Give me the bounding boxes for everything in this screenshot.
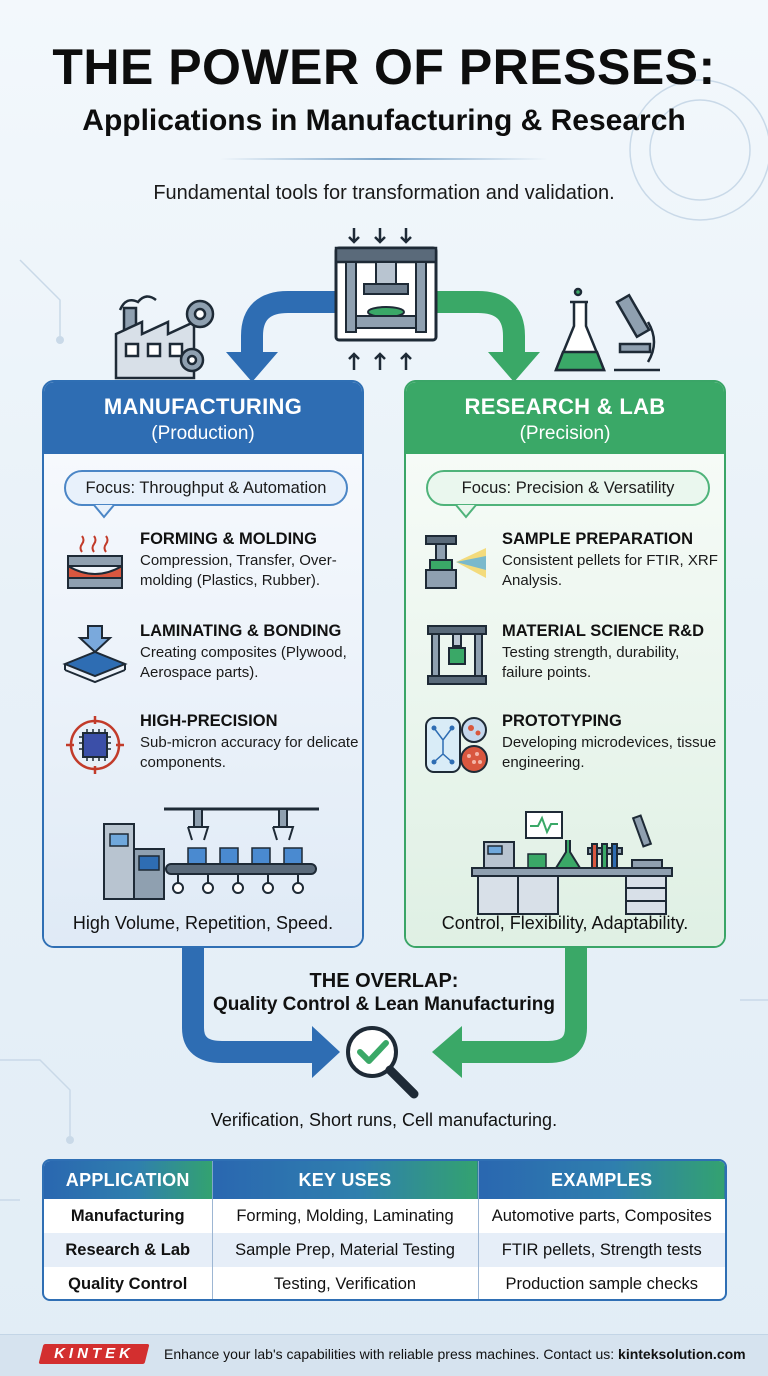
overlap-footer: Verification, Short runs, Cell manufactu… bbox=[210, 1110, 558, 1130]
item-heading: HIGH-PRECISION bbox=[140, 712, 278, 730]
manufacturing-header: MANUFACTURING (Production) bbox=[44, 382, 362, 454]
column-header: KEY USES bbox=[212, 1161, 479, 1199]
manufacturing-panel: MANUFACTURING (Production) Focus: Throug… bbox=[42, 380, 364, 948]
item-description: Developing microdevices, tissue engineer… bbox=[502, 734, 717, 771]
item-heading: SAMPLE PREPARATION bbox=[502, 530, 693, 548]
research-title: RESEARCH & LAB bbox=[464, 394, 666, 419]
table-cell: Production sample checks bbox=[505, 1274, 699, 1293]
item-description: Sub-micron accuracy for delicate compone… bbox=[140, 734, 359, 771]
overlap-subtitle: Quality Control & Lean Manufacturing bbox=[212, 994, 555, 1015]
research-focus: Focus: Precision & Versatility bbox=[426, 470, 710, 506]
research-panel: RESEARCH & LAB (Precision) Focus: Precis… bbox=[404, 380, 726, 948]
item-heading: MATERIAL SCIENCE R&D bbox=[502, 622, 704, 640]
microdevice-icon bbox=[425, 717, 488, 773]
spectrometer-icon bbox=[425, 535, 486, 589]
item-description: Testing strength, durability, failure po… bbox=[502, 644, 680, 681]
table-row: Research & Lab Sample Prep, Material Tes… bbox=[44, 1233, 725, 1267]
item-description: Consistent pellets for FTIR, XRF Analysi… bbox=[502, 552, 718, 589]
magnifier-check-icon bbox=[346, 1026, 419, 1099]
item-heading: FORMING & MOLDING bbox=[140, 530, 317, 548]
footer-message: Enhance your lab's capabilities with rel… bbox=[164, 1346, 615, 1362]
footer-bar: KINTEK Enhance your lab's capabilities w… bbox=[0, 1334, 768, 1376]
item-heading: PROTOTYPING bbox=[502, 712, 622, 730]
chip-icon bbox=[66, 716, 124, 774]
arrow-head-green-top bbox=[488, 352, 540, 382]
speech-tail-icon bbox=[93, 505, 115, 519]
table-cell: Testing, Verification bbox=[212, 1267, 479, 1299]
flask-microscope-icon bbox=[554, 287, 660, 372]
table-header-row: APPLICATION KEY USES EXAMPLES bbox=[44, 1161, 725, 1199]
summary-table: APPLICATION KEY USES EXAMPLES Manufactur… bbox=[42, 1159, 727, 1301]
table-cell: Manufacturing bbox=[44, 1199, 213, 1233]
column-header: APPLICATION bbox=[44, 1161, 213, 1199]
manufacturing-item: LAMINATING & BONDING Creating composites… bbox=[58, 622, 358, 692]
table-row: Manufacturing Forming, Molding, Laminati… bbox=[44, 1199, 725, 1233]
item-heading: LAMINATING & BONDING bbox=[140, 622, 342, 640]
arrow-head-blue-bottom bbox=[312, 1026, 340, 1078]
table-cell: Research & Lab bbox=[44, 1233, 213, 1267]
molding-press-icon bbox=[67, 535, 123, 589]
factory-icon bbox=[114, 295, 215, 380]
research-item: PROTOTYPING Developing microdevices, tis… bbox=[420, 712, 720, 782]
arrow-head-green-bottom bbox=[432, 1026, 462, 1078]
manufacturing-subtitle: (Production) bbox=[151, 423, 255, 444]
column-header: EXAMPLES bbox=[478, 1161, 725, 1199]
table-cell: Forming, Molding, Laminating bbox=[212, 1199, 479, 1233]
manufacturing-focus: Focus: Throughput & Automation bbox=[64, 470, 348, 506]
table-cell: FTIR pellets, Strength tests bbox=[478, 1233, 725, 1267]
overlap-title: THE OVERLAP: bbox=[309, 970, 459, 992]
manufacturing-title: MANUFACTURING bbox=[103, 394, 303, 419]
lab-bench-illustration bbox=[471, 811, 673, 915]
page-title: THE POWER OF PRESSES: bbox=[52, 39, 716, 95]
page-subtitle: Applications in Manufacturing & Research bbox=[82, 104, 686, 137]
research-item: SAMPLE PREPARATION Consistent pellets fo… bbox=[420, 530, 720, 600]
test-frame-icon bbox=[427, 625, 487, 685]
research-item: MATERIAL SCIENCE R&D Testing strength, d… bbox=[420, 622, 720, 692]
arrow-head-blue-top bbox=[226, 352, 278, 382]
item-description: Compression, Transfer, Over-molding (Pla… bbox=[140, 552, 337, 589]
manufacturing-footer: High Volume, Repetition, Speed. bbox=[72, 913, 334, 933]
item-description: Creating composites (Plywood, Aerospace … bbox=[140, 644, 347, 681]
assembly-line-illustration bbox=[103, 807, 319, 900]
manufacturing-item: FORMING & MOLDING Compression, Transfer,… bbox=[58, 530, 358, 600]
layers-icon bbox=[62, 625, 128, 684]
speech-tail-icon bbox=[455, 505, 477, 519]
research-footer: Control, Flexibility, Adaptability. bbox=[441, 913, 689, 933]
research-subtitle: (Precision) bbox=[519, 423, 611, 444]
title-divider bbox=[220, 158, 548, 160]
table-cell: Automotive parts, Composites bbox=[491, 1206, 712, 1225]
footer-text: Enhance your lab's capabilities with rel… bbox=[164, 1346, 746, 1362]
logo-text: KINTEK bbox=[54, 1345, 134, 1362]
footer-link[interactable]: kinteksolution.com bbox=[618, 1346, 746, 1362]
manufacturing-item: HIGH-PRECISION Sub-micron accuracy for d… bbox=[58, 712, 358, 782]
research-header: RESEARCH & LAB (Precision) bbox=[406, 382, 724, 454]
table-row: Quality Control Testing, Verification Pr… bbox=[44, 1267, 725, 1299]
hydraulic-press-icon bbox=[334, 228, 438, 370]
table-cell: Sample Prep, Material Testing bbox=[212, 1233, 479, 1267]
table-cell: Quality Control bbox=[44, 1267, 213, 1299]
tagline: Fundamental tools for transformation and… bbox=[153, 182, 615, 204]
